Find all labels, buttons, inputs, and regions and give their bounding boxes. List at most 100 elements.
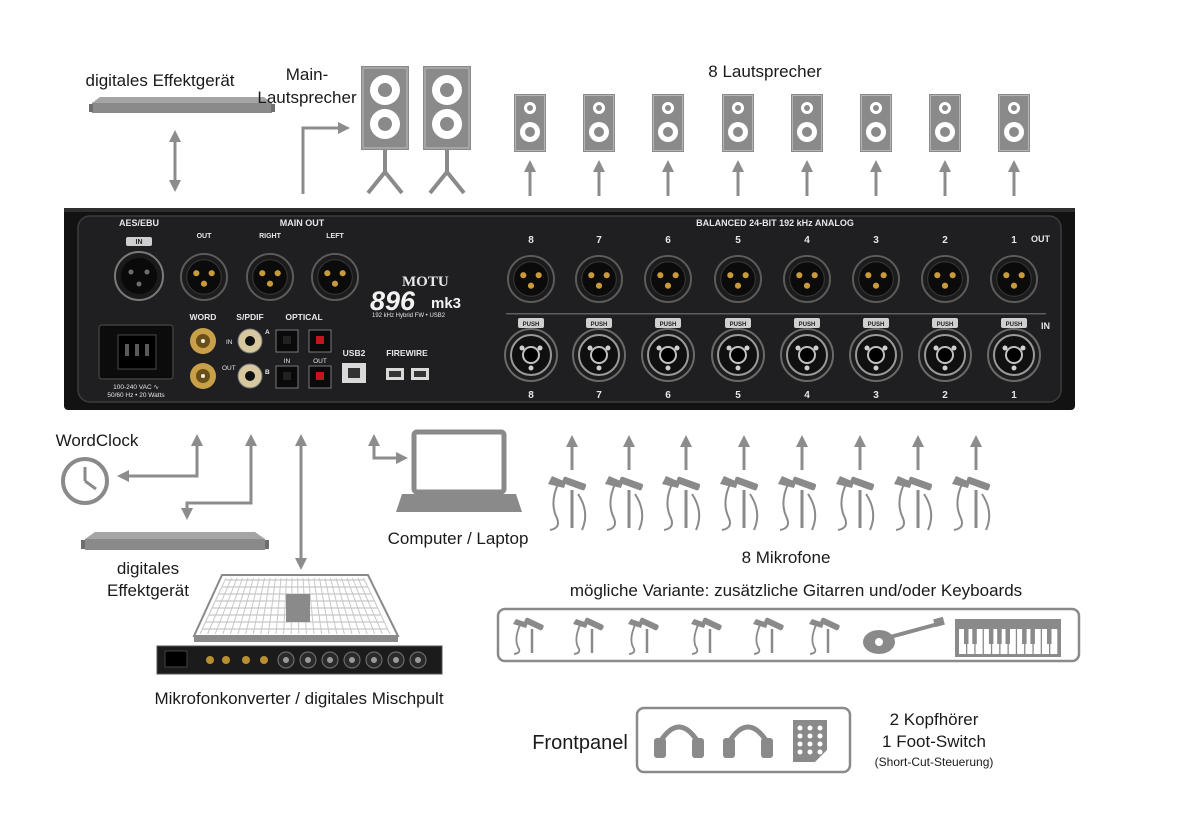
xlr-output-connector: [921, 255, 969, 303]
speaker-6: [652, 94, 684, 152]
panel-aes-out: OUT: [197, 233, 213, 240]
panel-left: LEFT: [326, 233, 344, 240]
panel-model: 896: [370, 286, 416, 316]
out-channel-number: 1: [1011, 235, 1017, 246]
optical-a-out: [308, 329, 332, 353]
label-frontpanel: Frontpanel: [532, 732, 628, 754]
speaker-5: [722, 94, 754, 152]
xlr-output-connector: [575, 255, 623, 303]
usb-arrow: [368, 434, 408, 464]
panel-power-1: 100-240 VAC ∿: [113, 384, 159, 391]
effects-unit-bottom: [81, 532, 269, 550]
spdif-out-rca: [237, 363, 263, 389]
push-label: PUSH: [523, 322, 540, 328]
in-channel-number: 8: [528, 390, 534, 401]
speaker-4: [791, 94, 823, 152]
xlr-output-connector: [644, 255, 692, 303]
microphone-input-4: [776, 435, 819, 532]
in-channel-number: 2: [942, 390, 948, 401]
out-channel-number: 3: [873, 235, 879, 246]
microphone-input-6: [660, 435, 703, 532]
push-tab: [1001, 318, 1027, 328]
xlr-output-connector: [783, 255, 831, 303]
label-variant: mögliche Variante: zusätzliche Gitarren …: [570, 581, 1022, 600]
in-channel-number: 5: [735, 390, 741, 401]
push-tab: [655, 318, 681, 328]
wordclock-arrow: [117, 434, 203, 482]
combo-input-connector: [641, 328, 695, 382]
device-rear-panel: [64, 208, 1075, 410]
microphone-input-8: [546, 435, 589, 532]
microphone-icon: [660, 474, 703, 532]
power-inlet: [98, 324, 174, 380]
label-footswitch: 1 Foot-Switch: [882, 732, 986, 751]
panel-model-suffix: mk3: [431, 295, 461, 312]
push-label: PUSH: [937, 322, 954, 328]
microphone-icon: [892, 474, 935, 532]
effects-top-arrow: [169, 130, 181, 192]
in-channel-number: 7: [596, 390, 602, 401]
microphone-row: [546, 435, 993, 532]
in-channel-number: 1: [1011, 390, 1017, 401]
analog-divider: [506, 313, 1046, 315]
panel-word-out: OUT: [222, 365, 236, 372]
panel-analog-title: BALANCED 24-BIT 192 kHz ANALOG: [696, 218, 854, 228]
panel-model-sub: 192 kHz Hybrid FW • USB2: [372, 313, 446, 319]
push-tab: [586, 318, 612, 328]
push-tab: [518, 318, 544, 328]
in-channel-number: 4: [804, 390, 810, 401]
main-speaker-left: [361, 66, 409, 195]
speaker-output-arrows: [524, 160, 1020, 196]
push-tab: [725, 318, 751, 328]
label-mics: 8 Mikrofone: [742, 548, 831, 567]
microphone-icon: [834, 474, 877, 532]
label-fx-bottom-1: digitales: [117, 559, 179, 578]
combo-input-connector: [504, 328, 558, 382]
panel-aes-ebu: AES/EBU: [119, 218, 159, 228]
keyboard-icon: [955, 619, 1061, 657]
headphones-icon-1: [654, 724, 704, 758]
label-fx-bottom-2: Effektgerät: [107, 581, 189, 600]
xlr-output-connector: [852, 255, 900, 303]
panel-optical: OPTICAL: [285, 312, 322, 322]
effects-unit-top: [89, 97, 275, 113]
xlr-output-connector: [714, 255, 762, 303]
speaker-3: [860, 94, 892, 152]
combo-input-connector: [780, 328, 834, 382]
panel-brand: MOTU: [402, 274, 449, 290]
optical-a-in: [275, 329, 299, 353]
label-fx-top: digitales Effektgerät: [86, 71, 235, 90]
panel-spdif-b: B: [265, 369, 270, 376]
spdif-in-rca: [237, 328, 263, 354]
label-wordclock: WordClock: [56, 431, 139, 450]
panel-word-in: IN: [226, 339, 233, 346]
panel-right: RIGHT: [259, 233, 282, 240]
analog-channel-columns: 8PUSH87PUSH76PUSH65PUSH54PUSH43PUSH32PUS…: [504, 235, 1041, 401]
push-label: PUSH: [591, 322, 608, 328]
word-out-bnc: [190, 363, 216, 389]
microphone-input-1: [950, 435, 993, 532]
panel-power-2: 50/60 Hz • 20 Watts: [107, 392, 165, 399]
microphone-input-5: [718, 435, 761, 532]
wordclock-clock-icon: [61, 457, 109, 505]
out-channel-number: 8: [528, 235, 534, 246]
panel-main-out: MAIN OUT: [280, 218, 325, 228]
microphone-icon: [718, 474, 761, 532]
combo-input-connector: [849, 328, 903, 382]
combo-input-connector: [987, 328, 1041, 382]
out-channel-number: 5: [735, 235, 741, 246]
panel-optical-in: IN: [284, 358, 291, 365]
combo-input-connector: [918, 328, 972, 382]
microphone-input-7: [603, 435, 646, 532]
panel-optical-out: OUT: [313, 358, 327, 365]
panel-firewire: FIREWIRE: [386, 348, 428, 358]
